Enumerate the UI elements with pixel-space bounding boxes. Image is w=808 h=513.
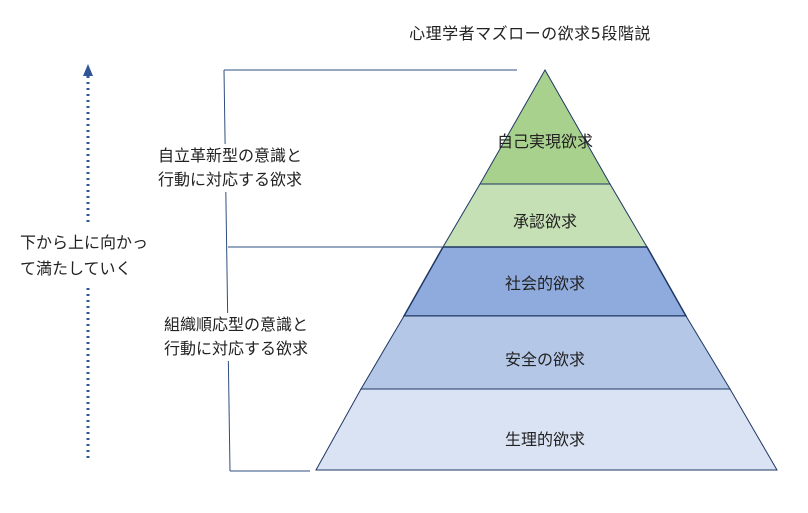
diagram-title: 心理学者マズローの欲求5段階説	[409, 24, 651, 43]
upper-group-line2: 行動に対応する欲求	[158, 170, 303, 189]
arrow-caption: 下から上に向かっ て満たしていく	[20, 230, 149, 282]
lower-group-line1: 組織順応型の意識と	[164, 315, 309, 334]
tier-label-self-actualization: 自己実現欲求	[496, 132, 593, 151]
lower-group-label: 組織順応型の意識と 行動に対応する欲求	[162, 313, 311, 361]
arrow-caption-line1: 下から上に向かっ	[20, 233, 149, 252]
upper-group-line1: 自立革新型の意識と	[158, 146, 303, 165]
progress-arrow-head	[83, 64, 93, 76]
arrow-caption-line2: て満たしていく	[20, 259, 132, 278]
upper-group-label: 自立革新型の意識と 行動に対応する欲求	[156, 144, 305, 192]
tier-label-physiological: 生理的欲求	[504, 430, 585, 449]
tier-physiological	[315, 388, 778, 471]
tier-label-esteem: 承認欲求	[512, 212, 577, 231]
lower-group-line2: 行動に対応する欲求	[164, 339, 309, 358]
tier-self-actualization	[479, 68, 611, 185]
tier-label-safety: 安全の欲求	[504, 350, 585, 369]
tier-label-social: 社会的欲求	[504, 274, 585, 293]
bracket-vertical-line	[223, 69, 231, 472]
